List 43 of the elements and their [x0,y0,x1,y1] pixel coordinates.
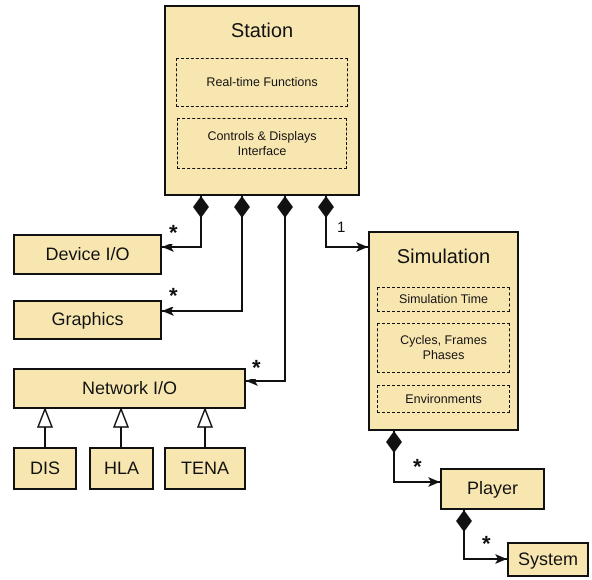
composition-arrow [456,510,507,564]
class-box [368,231,519,431]
composition-arrow [386,431,440,487]
compartment-label: Controls & Displays Interface [206,128,318,158]
class-name: System [518,548,578,570]
composition-arrow [162,196,250,316]
inheritance-arrow [197,408,213,447]
class-name: Device I/O [45,244,130,266]
compartment-box [176,58,348,107]
class-box [13,300,162,340]
compartment-box [377,385,510,413]
multiplicity-label: * [251,357,262,379]
class-box [164,5,360,196]
class-box [13,368,246,409]
class-box [440,468,545,510]
compartment-label: Cycles, Frames Phases [399,333,488,363]
compartment-label: Simulation Time [398,292,489,307]
multiplicity-label: * [168,285,179,307]
class-name: Graphics [51,309,124,331]
composition-arrow [246,196,293,386]
class-name: TENA [180,458,229,480]
class-name: DIS [30,458,60,480]
class-box [164,447,246,490]
compartment-label: Environments [404,392,483,406]
compartment-box [177,118,347,169]
compartment-label: Real-time Functions [205,75,319,90]
class-name: Simulation [396,245,490,269]
composition-arrow [318,196,368,252]
composition-arrow [162,196,209,252]
class-box [13,447,77,490]
multiplicity-label: * [168,222,179,244]
compartment-box [377,323,510,373]
class-name: Network I/O [82,378,178,400]
inheritance-arrow [37,408,53,447]
class-box [89,447,154,490]
class-name: Player [466,478,518,500]
class-name: HLA [104,458,139,480]
inheritance-arrow [113,408,129,447]
class-box [507,542,589,577]
multiplicity-label: 1 [336,220,346,235]
compartment-box [377,287,510,312]
class-box [13,234,162,275]
class-name: Station [230,19,294,43]
